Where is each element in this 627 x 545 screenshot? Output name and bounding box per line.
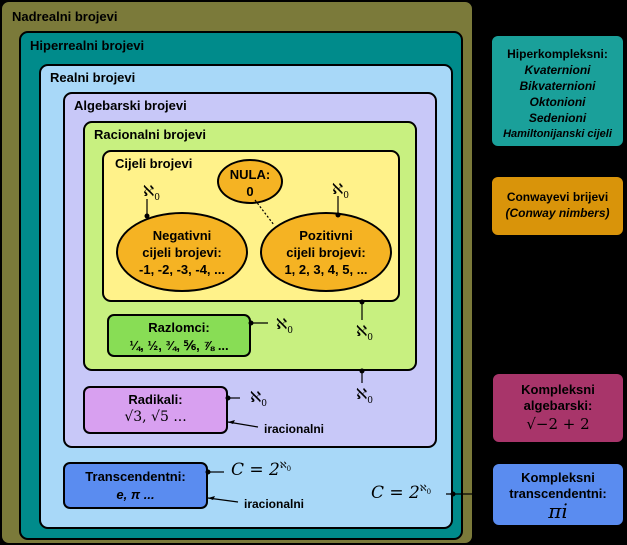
pozitivni-line2: cijeli brojevi:: [286, 245, 366, 260]
cardinal-realni: C = 2ℵ0: [371, 483, 432, 503]
nula-ellipse: NULA: 0: [217, 159, 283, 204]
cardinal-transcendentni: C = 2ℵ0: [231, 460, 292, 480]
kompleksni-transcendentni-title-1: Kompleksni: [521, 470, 595, 485]
kompleksni-algebarski-box: Kompleksni algebarski: √−2 + 2: [491, 372, 625, 444]
hiperkompleksni-item: Bikvaternioni: [519, 79, 596, 93]
iracionalni-transcendentni-label: iracionalni: [244, 497, 305, 511]
iracionalni-radikali-label: iracionalni: [264, 422, 325, 436]
nula-value: 0: [246, 184, 254, 199]
razlomci-box: Razlomci: ¼, ½, ¾, ⅚, ⅞ ...: [107, 314, 251, 357]
negativni-values: -1, -2, -3, -4, ...: [139, 262, 225, 277]
transcendentni-values: e, π ...: [116, 487, 155, 502]
nula-label: NULA:: [229, 167, 271, 182]
radikali-values: √3, √5 ...: [124, 409, 187, 425]
racionalni-title: Racionalni brojevi: [94, 127, 206, 142]
kompleksni-transcendentni-box: Kompleksni transcendentni: πi: [491, 462, 625, 527]
algebarski-title: Algebarski brojevi: [74, 98, 187, 113]
aleph-racionalni: ℵ0: [356, 385, 373, 406]
cijeli-title: Cijeli brojevi: [115, 156, 193, 171]
razlomci-title: Razlomci:: [148, 320, 210, 335]
transcendentni-title: Transcendentni:: [85, 469, 186, 484]
kompleksni-transcendentni-formula: πi: [548, 499, 568, 523]
hiperkompleksni-item: Oktonioni: [529, 95, 586, 109]
aleph-razlomci: ℵ0: [276, 315, 293, 336]
hiperrealni-title: Hiperrealni brojevi: [30, 38, 145, 53]
conway-subtitle: (Conway nimbers): [505, 206, 610, 220]
hiperkompleksni-item: Sedenioni: [528, 111, 587, 125]
pozitivni-line1: Pozitivni: [299, 228, 353, 243]
kompleksni-transcendentni-title-2: transcendentni:: [509, 486, 607, 501]
conway-box: Conwayevi brijevi (Conway nimbers): [490, 175, 625, 237]
negativni-line1: Negativni: [152, 228, 212, 243]
negativni-ellipse: Negativni cijeli brojevi: -1, -2, -3, -4…: [116, 212, 248, 292]
aleph-pozitivni: ℵ0: [332, 180, 349, 201]
hiperkompleksni-item: Kvaternioni: [524, 63, 591, 77]
hiperkompleksni-item: Hamiltonijanski cijeli: [503, 128, 612, 140]
transcendentni-box: Transcendentni: e, π ...: [63, 462, 208, 509]
razlomci-values: ¼, ½, ¾, ⅚, ⅞ ...: [129, 338, 229, 353]
radikali-title: Radikali:: [128, 392, 183, 407]
radikali-box: Radikali: √3, √5 ...: [83, 386, 228, 434]
aleph-radikali: ℵ0: [250, 388, 267, 409]
pozitivni-ellipse: Pozitivni cijeli brojevi: 1, 2, 3, 4, 5,…: [260, 212, 392, 292]
realni-title: Realni brojevi: [50, 70, 136, 85]
conway-title: Conwayevi brijevi: [506, 190, 609, 204]
kompleksni-algebarski-title-2: algebarski:: [523, 398, 593, 413]
negativni-line2: cijeli brojevi:: [142, 245, 222, 260]
kompleksni-algebarski-formula: √−2 + 2: [526, 415, 590, 433]
aleph-negativni: ℵ0: [143, 182, 160, 203]
aleph-cijeli: ℵ0: [356, 322, 373, 343]
hiperkompleksni-title: Hiperkompleksni:: [507, 47, 608, 61]
nadrealni-title: Nadrealni brojevi: [12, 9, 118, 24]
pozitivni-values: 1, 2, 3, 4, 5, ...: [284, 262, 368, 277]
hiperkompleksni-box: Hiperkompleksni: Kvaternioni Bikvaternio…: [490, 34, 625, 148]
kompleksni-algebarski-title-1: Kompleksni: [521, 382, 595, 397]
